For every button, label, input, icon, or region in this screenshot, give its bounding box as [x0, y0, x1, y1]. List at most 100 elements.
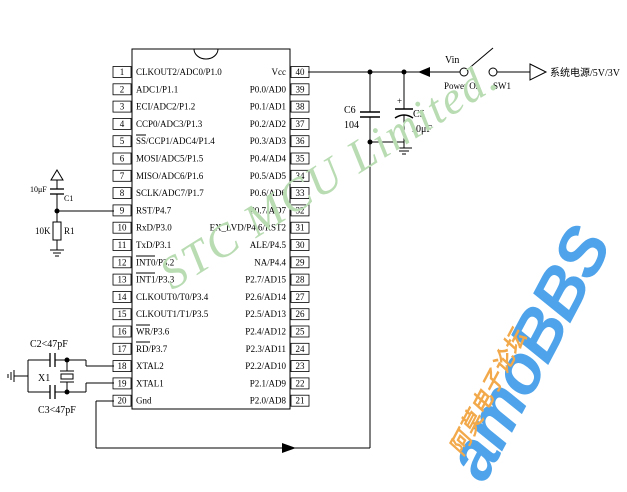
left-pin-label: ADC1/P1.1	[136, 84, 178, 94]
right-pin-box	[290, 273, 310, 286]
r1-body	[52, 221, 62, 241]
left-pin-box	[112, 152, 132, 165]
right-pin-number: 32	[296, 205, 305, 215]
right-pin-label: P2.7/AD15	[245, 275, 286, 285]
left-pin-label: RxD/P3.0	[136, 223, 172, 233]
right-pin-number: 23	[296, 361, 306, 371]
left-pin-label: CCP0/ADC3/P1.3	[136, 119, 203, 129]
left-pin-label: CLKOUT0/T0/P3.4	[136, 292, 209, 302]
right-pin-number: 29	[296, 257, 306, 267]
supply-label: 系统电源/5V/3V	[550, 66, 621, 79]
right-pin-label: P0.0/AD0	[250, 84, 287, 94]
c2-label: C2<47pF	[30, 339, 68, 350]
left-pin-number: 12	[118, 257, 127, 267]
left-pin-label: MISO/ADC6/P1.6	[136, 171, 204, 181]
left-pin-number: 3	[120, 102, 125, 112]
right-pin-number: 37	[296, 119, 306, 129]
left-pin-label: TxD/P3.1	[136, 240, 171, 250]
right-pin-label: P2.5/AD13	[245, 309, 286, 319]
right-pin-label: Vcc	[272, 67, 287, 77]
left-pin-number: 1	[120, 67, 125, 77]
left-pin-box	[112, 118, 132, 130]
right-pin-box	[290, 221, 310, 234]
right-pin-box	[290, 342, 310, 355]
right-pin-label: P0.3/AD3	[250, 136, 287, 146]
r1-value: 10K	[35, 226, 51, 236]
right-pin-label: P0.6/AD6	[250, 188, 287, 198]
left-pin-number: 14	[118, 292, 128, 302]
right-pin-box	[290, 360, 310, 373]
power-on-label: Power On	[444, 81, 481, 91]
right-pin-box	[290, 152, 310, 165]
right-pin-box	[290, 100, 310, 113]
right-pin-box	[290, 239, 310, 251]
c5-plus-sign: +	[397, 96, 402, 106]
right-pin-box	[290, 377, 310, 390]
left-pin-number: 13	[118, 275, 128, 285]
right-pin-number: 36	[296, 136, 306, 146]
right-pin-box	[290, 187, 310, 200]
left-pin-label: XTAL1	[136, 378, 164, 388]
right-pin-label: P0.4/AD4	[250, 154, 287, 164]
right-pin-number: 27	[296, 292, 306, 302]
c6-name: C6	[344, 105, 356, 116]
left-pin-number: 10	[118, 223, 128, 233]
left-pin-box	[112, 221, 132, 234]
chip-body	[131, 48, 291, 410]
right-pin-label: P0.5/AD5	[250, 171, 287, 181]
left-pin-label: RD/P3.7	[136, 344, 168, 354]
left-pin-label: INT0/P3.2	[136, 257, 174, 267]
sw1-left-contact	[459, 67, 469, 77]
right-pin-number: 33	[296, 188, 306, 198]
left-pin-number: 2	[120, 84, 125, 94]
right-pin-box	[290, 118, 310, 130]
vin-label: Vin	[445, 55, 459, 66]
right-pin-label: P0.7/AD7	[250, 205, 287, 215]
right-pin-number: 31	[296, 223, 305, 233]
left-pin-number: 20	[118, 396, 128, 406]
right-pin-number: 25	[296, 327, 306, 337]
right-pin-label: NA/P4.4	[254, 257, 286, 267]
left-pin-number: 11	[118, 240, 127, 250]
right-pin-box	[290, 204, 310, 217]
supply-arrow-icon	[529, 63, 548, 81]
x1-crystal-body	[60, 373, 74, 380]
left-pin-box	[112, 308, 132, 321]
left-pin-label: Gnd	[136, 396, 152, 406]
x1-label: X1	[38, 373, 50, 384]
right-pin-number: 24	[296, 344, 306, 354]
left-pin-box	[112, 239, 132, 251]
left-pin-box	[112, 83, 132, 96]
left-pin-number: 15	[118, 309, 128, 319]
right-pin-label: P2.3/AD11	[246, 344, 286, 354]
right-pin-label: P0.2/AD2	[250, 119, 286, 129]
left-pin-label: RST/P4.7	[136, 205, 172, 215]
right-pin-number: 34	[296, 171, 306, 181]
c1-name: C1	[64, 194, 73, 203]
c5-name: C5	[413, 109, 425, 120]
right-pin-label: P2.0/AD8	[250, 396, 287, 406]
right-pin-number: 30	[296, 240, 306, 250]
right-pin-label: P2.4/AD12	[245, 327, 286, 337]
right-pin-number: 40	[296, 67, 306, 77]
left-pin-box	[112, 342, 132, 355]
right-pin-number: 39	[296, 84, 306, 94]
left-pin-label: WR/P3.6	[136, 327, 170, 337]
left-pin-number: 5	[120, 136, 125, 146]
left-pin-box	[112, 135, 132, 148]
c3-label: C3<47pF	[38, 405, 76, 416]
right-pin-box	[290, 325, 310, 338]
right-pin-label: P2.1/AD9	[250, 378, 287, 388]
left-pin-box	[112, 66, 132, 78]
right-pin-number: 28	[296, 275, 306, 285]
left-pin-box	[112, 256, 132, 269]
left-pin-box	[112, 325, 132, 338]
vcc-triangle-icon	[50, 169, 64, 181]
right-pin-box	[290, 394, 310, 407]
left-pin-number: 17	[118, 344, 128, 354]
gnd-arrow-icon	[282, 443, 296, 453]
right-pin-label: EX_LVD/P4.6/RST2	[210, 223, 286, 233]
right-pin-box	[290, 135, 310, 148]
right-pin-label: P0.1/AD1	[250, 102, 286, 112]
